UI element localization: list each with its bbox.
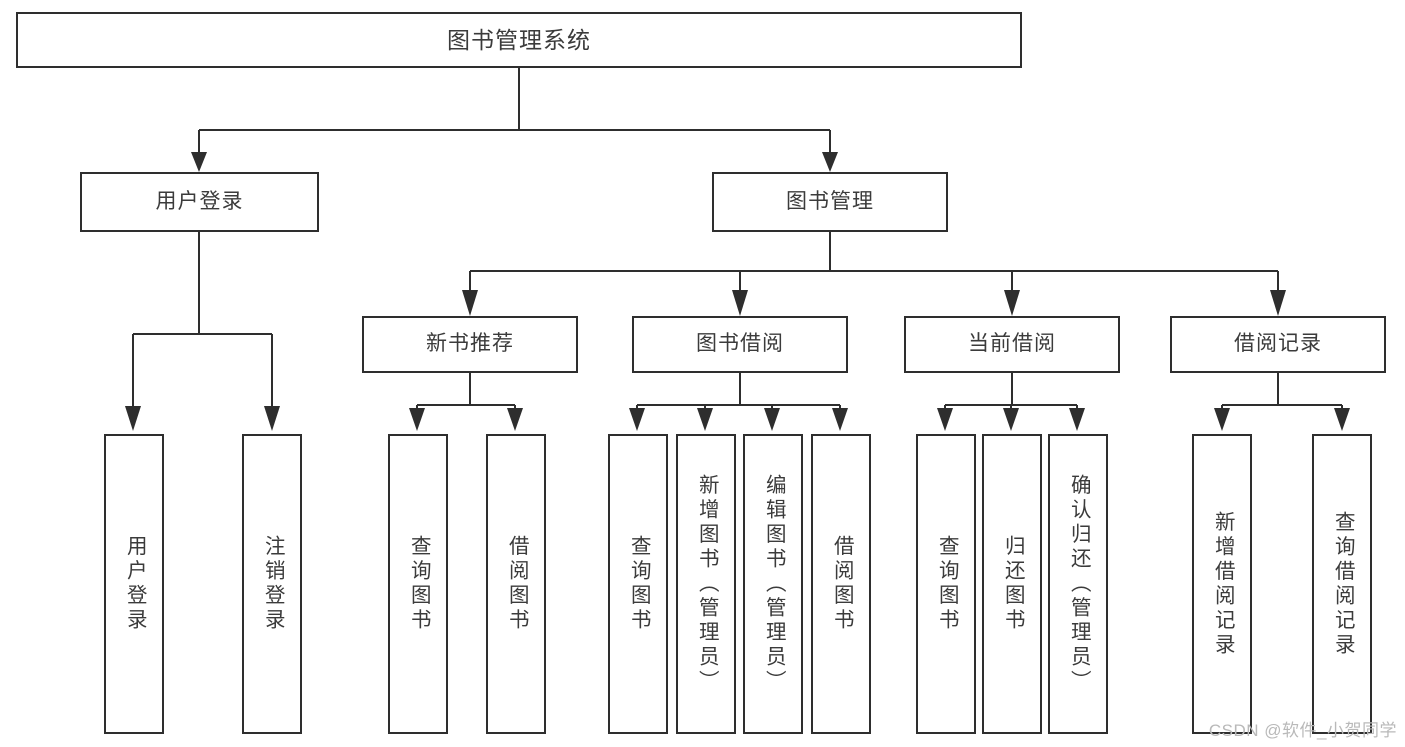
node-new-book-recommend[interactable]: 新书推荐 [362,316,578,373]
leaf-recommend-borrow-book[interactable]: 借阅图书 [486,434,546,734]
node-borrow-record[interactable]: 借阅记录 [1170,316,1386,373]
leaf-current-confirm-return-admin[interactable]: 确认归还（管理员） [1048,434,1108,734]
node-root-system[interactable]: 图书管理系统 [16,12,1022,68]
node-label: 图书借阅 [696,332,784,356]
leaf-borrow-query-book[interactable]: 查询图书 [608,434,668,734]
leaf-borrow-edit-book-admin[interactable]: 编辑图书（管理员） [743,434,803,734]
node-label: 借阅图书 [830,535,854,633]
leaf-borrow-add-book-admin[interactable]: 新增图书（管理员） [676,434,736,734]
node-label: 用户登录 [123,535,147,633]
node-label: 借阅图书 [505,535,529,633]
node-user-login[interactable]: 用户登录 [80,172,319,232]
leaf-recommend-query-book[interactable]: 查询图书 [388,434,448,734]
node-label: 编辑图书（管理员） [762,473,786,695]
node-label: 新书推荐 [426,332,514,356]
node-label: 归还图书 [1001,535,1025,633]
node-current-borrow[interactable]: 当前借阅 [904,316,1120,373]
node-label: 注销登录 [261,535,285,633]
node-label: 当前借阅 [968,332,1056,356]
node-label: 查询图书 [935,535,959,633]
leaf-record-query-borrow-record[interactable]: 查询借阅记录 [1312,434,1372,734]
leaf-current-return-book[interactable]: 归还图书 [982,434,1042,734]
csdn-watermark: CSDN @软件_小贺同学 [1208,721,1397,740]
node-label: 确认归还（管理员） [1067,473,1091,695]
leaf-user-login[interactable]: 用户登录 [104,434,164,734]
node-label: 新增图书（管理员） [695,473,719,695]
leaf-current-query-book[interactable]: 查询图书 [916,434,976,734]
node-label: 图书管理系统 [447,26,591,53]
node-label: 用户登录 [155,189,244,213]
node-label: 查询借阅记录 [1331,510,1355,658]
leaf-logout[interactable]: 注销登录 [242,434,302,734]
node-book-management[interactable]: 图书管理 [712,172,948,232]
leaf-record-add-borrow-record[interactable]: 新增借阅记录 [1192,434,1252,734]
node-label: 借阅记录 [1234,332,1322,356]
node-label: 新增借阅记录 [1211,510,1235,658]
node-label: 图书管理 [786,189,874,213]
node-label: 查询图书 [407,535,431,633]
leaf-borrow-borrow-book[interactable]: 借阅图书 [811,434,871,734]
node-book-borrow[interactable]: 图书借阅 [632,316,848,373]
node-label: 查询图书 [627,535,651,633]
